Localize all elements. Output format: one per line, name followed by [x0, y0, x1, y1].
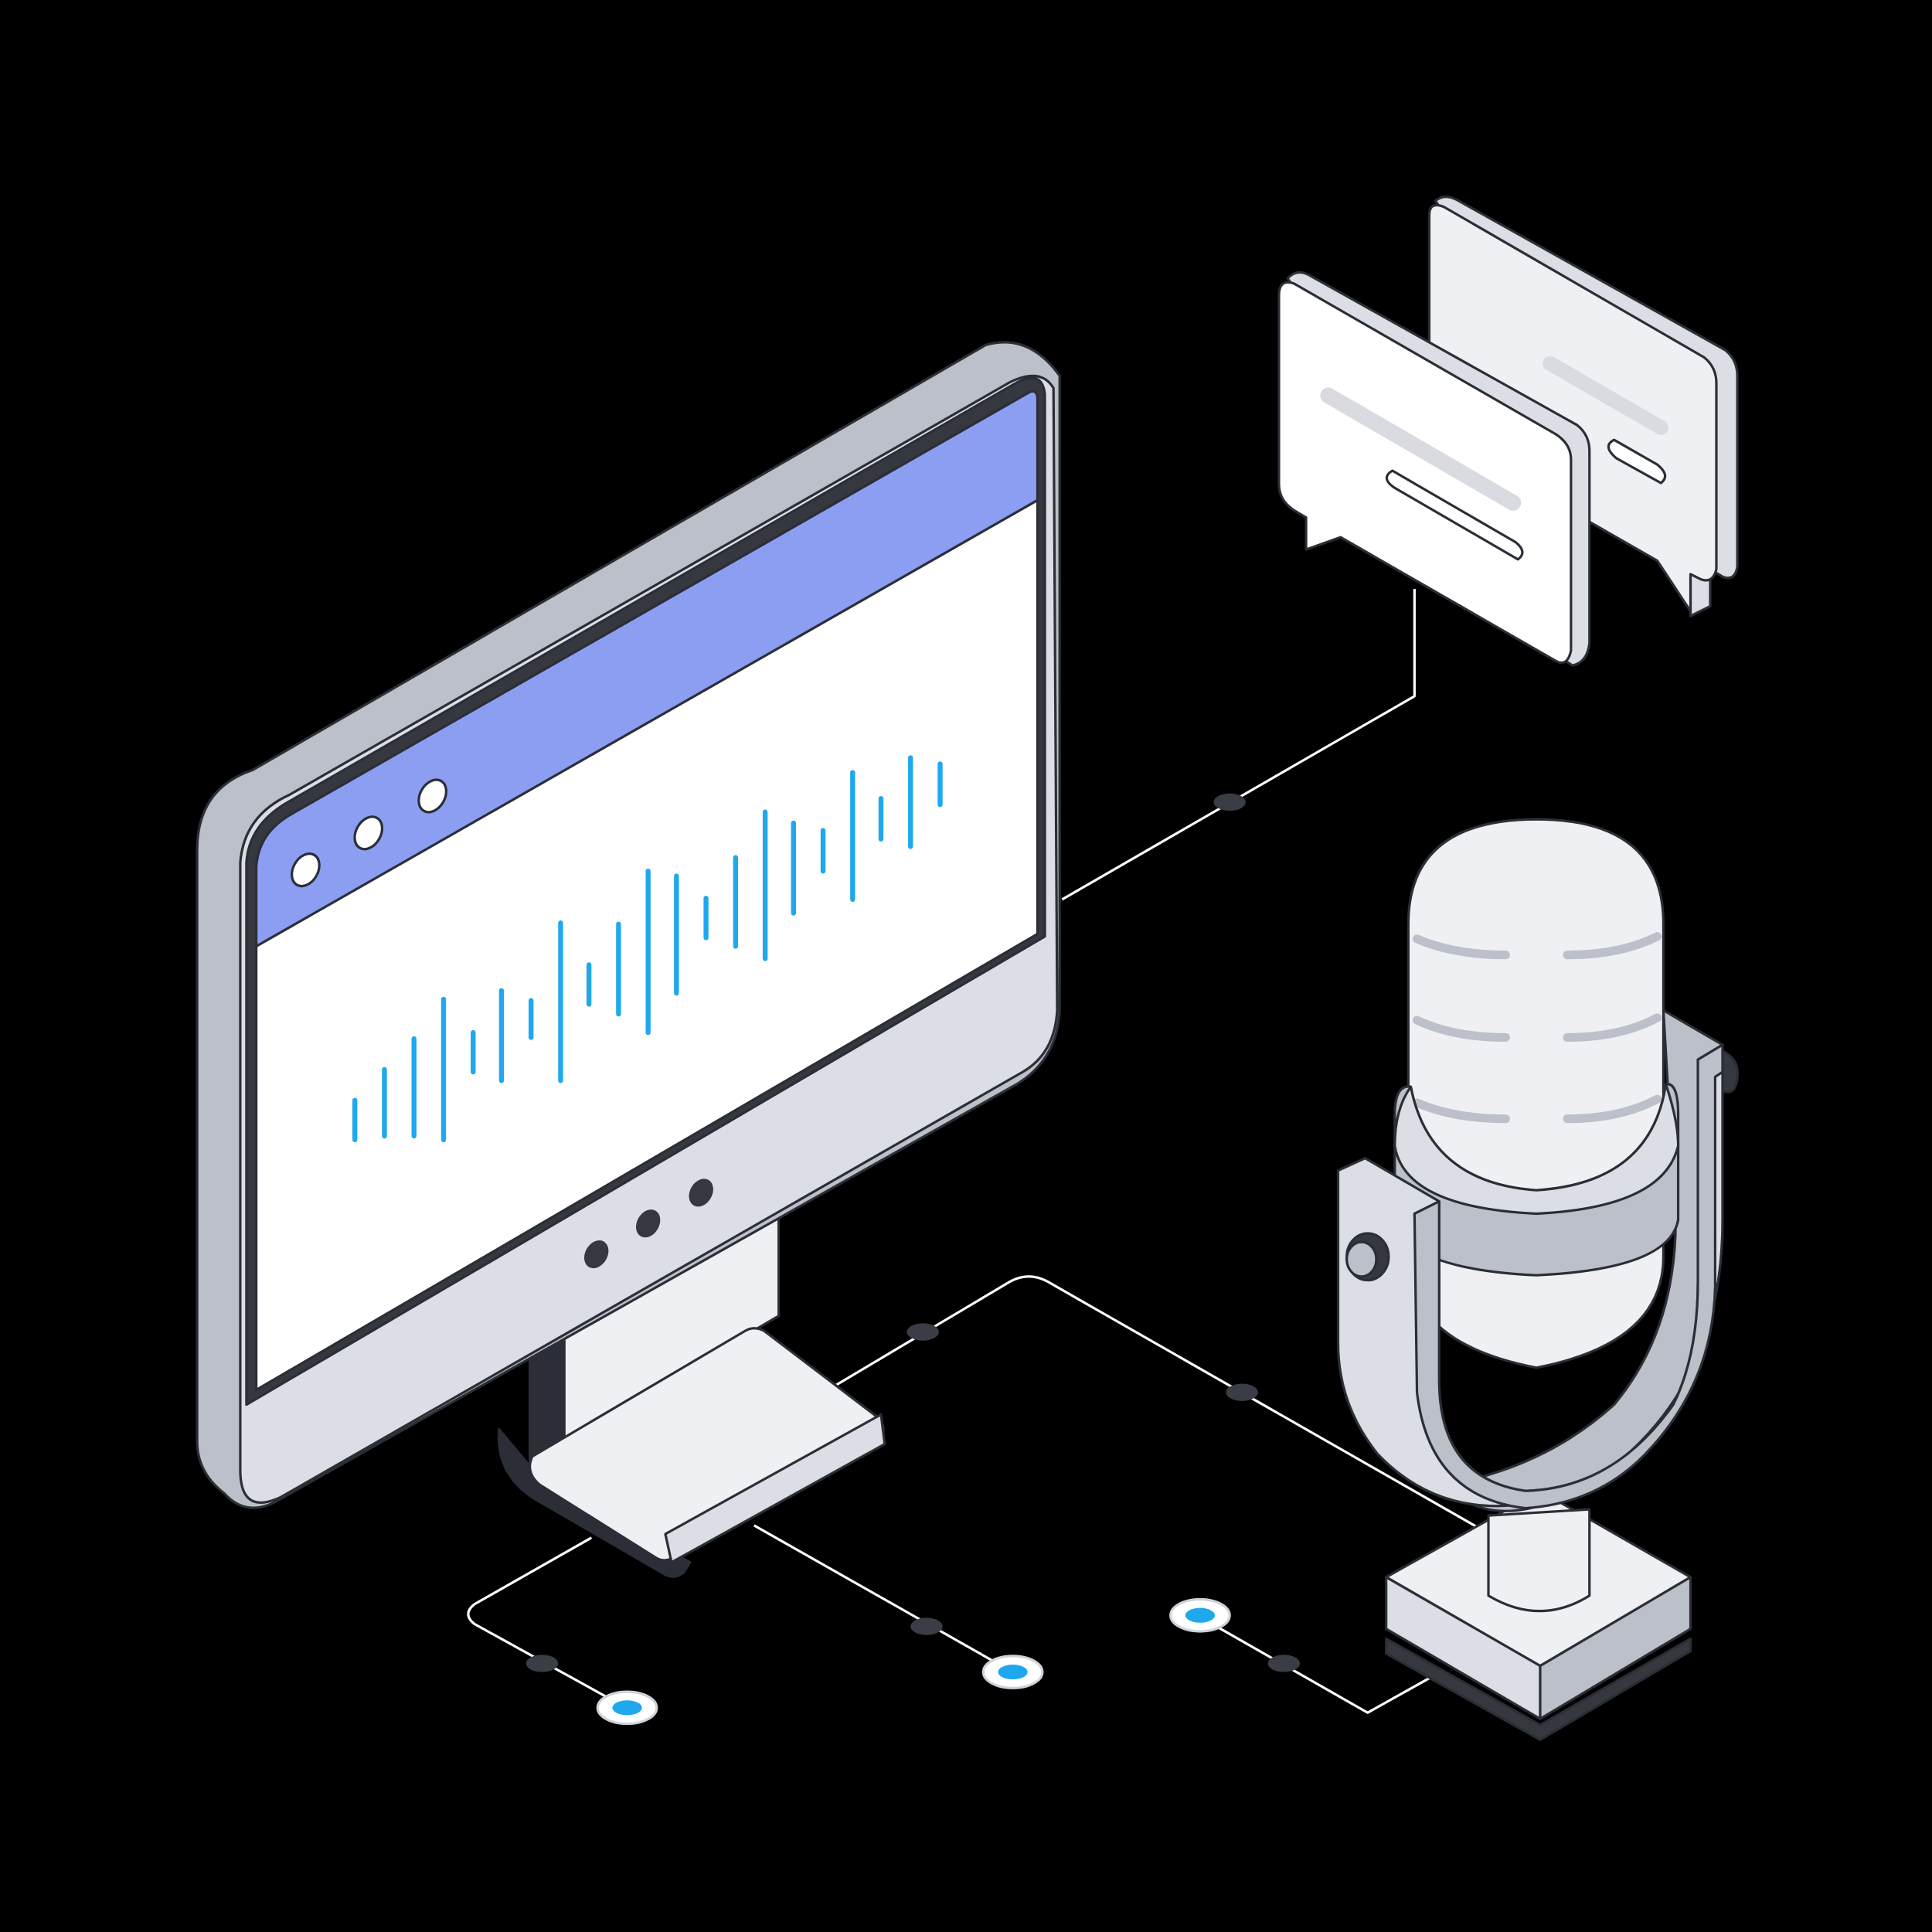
mic-collar-top: [1393, 1083, 1680, 1216]
window-dot: [291, 852, 321, 888]
monitor-chin-dots: [584, 1179, 713, 1269]
chat-bubble-front: [1277, 270, 1591, 667]
window-dot: [417, 778, 447, 814]
chin-dot: [584, 1240, 609, 1269]
monitor-base-front: [664, 1413, 886, 1564]
connector-nodes: [526, 793, 1301, 1672]
monitor-title-bar: [255, 389, 1039, 948]
mic-grill-lines: [1412, 932, 1662, 1124]
connector-node: [910, 1617, 943, 1635]
connector-node: [1226, 1383, 1258, 1401]
waveform-icon: [352, 755, 943, 1142]
mic-knob-left: [1345, 1232, 1390, 1282]
mic-yoke-inner: [1413, 1043, 1724, 1510]
connector-line-chat-monitor: [1061, 589, 1416, 901]
window-dot: [353, 815, 384, 851]
mic-base-right: [1539, 1576, 1692, 1720]
window-control-dots: [291, 778, 447, 888]
endpoint-dot: [596, 1690, 658, 1726]
endpoint-dot: [981, 1655, 1044, 1689]
connector-line-monitor-mic: [827, 1275, 1480, 1529]
endpoint-dot: [1169, 1597, 1231, 1633]
microphone-icon: [1336, 818, 1740, 1741]
connector-line-middle: [753, 1524, 1012, 1672]
bubble-front-bar: [1385, 469, 1524, 561]
chat-bubble-back: [1427, 196, 1739, 617]
connector-node: [1267, 1655, 1301, 1672]
chat-bubbles-icon: [1277, 196, 1739, 667]
bubble-front-line: [1320, 387, 1522, 511]
connector-node: [906, 1323, 939, 1341]
monitor-icon: [196, 341, 1061, 1578]
connector-network: [467, 589, 1480, 1714]
connector-endpoints: [596, 1597, 1231, 1726]
bubble-front-face: [1277, 281, 1573, 664]
bubble-back-line: [1543, 355, 1668, 435]
mic-base-shadow: [1385, 1637, 1692, 1741]
chin-dot: [689, 1179, 713, 1207]
connector-node: [526, 1655, 559, 1672]
chin-dot: [635, 1209, 661, 1238]
connector-node: [1213, 793, 1246, 811]
connector-line-left: [467, 1536, 629, 1710]
mic-stem: [1487, 1508, 1591, 1613]
mic-head: [1406, 818, 1665, 1369]
connector-line-right: [1200, 1617, 1430, 1714]
bubble-back-bar: [1607, 438, 1667, 485]
